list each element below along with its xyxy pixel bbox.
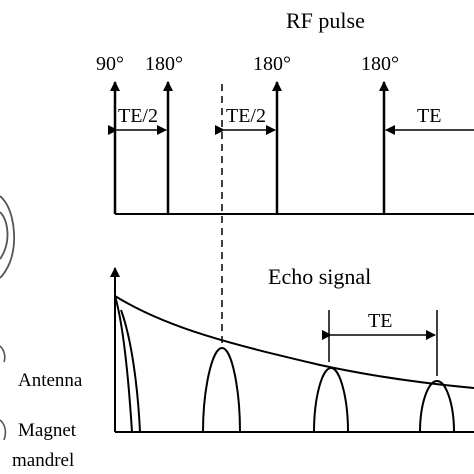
echo-peak-third (419, 379, 455, 433)
t2-decay-envelope (114, 295, 474, 389)
echo-signal-title: Echo signal (268, 264, 371, 289)
rf-pulse-title: RF pulse (286, 8, 365, 33)
label-pulse-180-second: 180° (253, 53, 291, 75)
antenna-coil-outer (0, 195, 15, 279)
label-te-echo: TE (368, 310, 392, 332)
label-pulse-90: 90° (96, 53, 124, 75)
label-te-half-second: TE/2 (226, 105, 266, 127)
label-te-rf: TE (417, 105, 441, 127)
label-mandrel: mandrel (12, 450, 74, 471)
label-antenna: Antenna (18, 370, 83, 391)
antenna-coil-inner (0, 211, 9, 260)
label-magnet: Magnet (18, 420, 77, 441)
echo-peak-second (313, 366, 349, 433)
echo-peak-first (202, 346, 241, 433)
label-pulse-180-first: 180° (145, 53, 183, 75)
fid-signal (114, 295, 141, 433)
magnet-pointer-curve (0, 419, 7, 441)
antenna-pointer-curve (0, 345, 6, 363)
label-te-half-first: TE/2 (118, 105, 158, 127)
label-pulse-180-third: 180° (361, 53, 399, 75)
